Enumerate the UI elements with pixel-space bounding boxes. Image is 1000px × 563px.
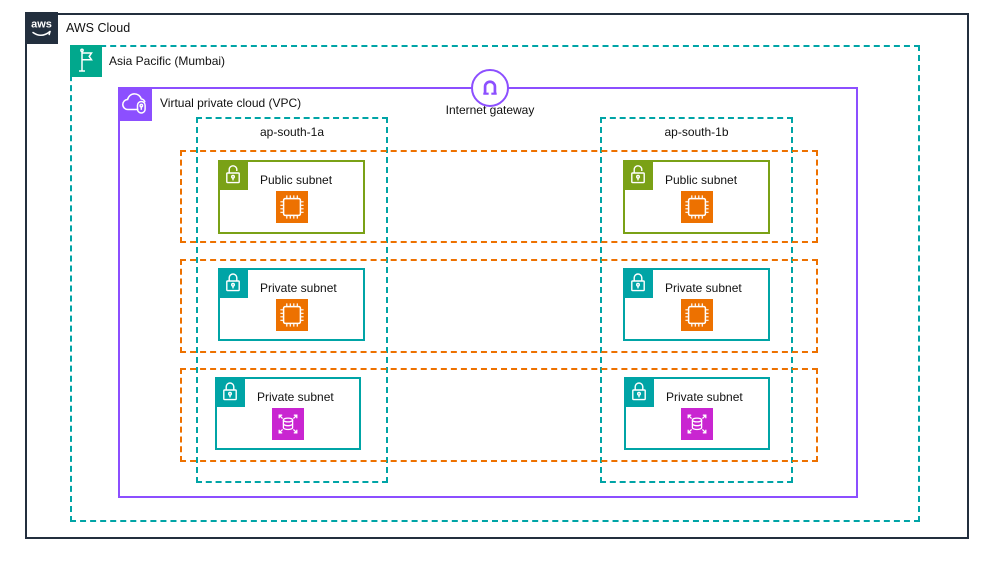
- private-subnet-lock-icon: [215, 377, 245, 407]
- aws-logo-icon: aws: [25, 12, 58, 44]
- private-subnet-lock-icon: [623, 268, 653, 298]
- subnet-a-private-db: Private subnet: [215, 377, 361, 450]
- ec2-instance-icon: [275, 299, 308, 331]
- public-subnet-lock-icon: [623, 160, 653, 190]
- subnet-label: Private subnet: [260, 281, 337, 295]
- public-subnet-lock-icon: [218, 160, 248, 190]
- svg-text:aws: aws: [31, 19, 52, 31]
- subnet-a-public: Public subnet: [218, 160, 365, 234]
- availability-zone-ap-south-1a: ap-south-1a: [196, 117, 388, 483]
- subnet-a-private-app: Private subnet: [218, 268, 365, 341]
- subnet-label: Public subnet: [260, 173, 333, 187]
- subnet-b-public: Public subnet: [623, 160, 770, 234]
- subnet-label: Public subnet: [665, 173, 738, 187]
- private-subnet-lock-icon: [218, 268, 248, 298]
- vpc-label: Virtual private cloud (VPC): [160, 96, 302, 110]
- database-icon: [681, 408, 713, 440]
- region-group-box: [70, 45, 920, 522]
- subnet-label: Private subnet: [257, 390, 334, 404]
- ec2-instance-icon: [680, 299, 713, 331]
- subnet-b-private-app: Private subnet: [623, 268, 770, 341]
- subnet-label: Private subnet: [665, 281, 742, 295]
- tier-row-private-db: [180, 368, 818, 462]
- vpc-icon: [118, 87, 152, 121]
- az-b-label: ap-south-1b: [664, 125, 729, 139]
- region-flag-icon: [70, 45, 102, 77]
- private-subnet-lock-icon: [624, 377, 654, 407]
- az-a-label: ap-south-1a: [259, 125, 325, 139]
- region-label: Asia Pacific (Mumbai): [109, 54, 226, 68]
- aws-cloud-group-box: [25, 13, 969, 539]
- subnet-label: Private subnet: [666, 390, 743, 404]
- tier-row-public: [180, 150, 818, 243]
- ec2-instance-icon: [275, 191, 308, 223]
- subnet-b-private-db: Private subnet: [624, 377, 770, 450]
- availability-zone-ap-south-1b: ap-south-1b: [600, 117, 793, 483]
- internet-gateway-icon: [471, 69, 509, 107]
- internet-gateway-label: Internet gateway: [445, 103, 535, 117]
- tier-row-private-app: [180, 259, 818, 353]
- database-icon: [272, 408, 304, 440]
- ec2-instance-icon: [680, 191, 713, 223]
- aws-cloud-label: AWS Cloud: [66, 21, 131, 35]
